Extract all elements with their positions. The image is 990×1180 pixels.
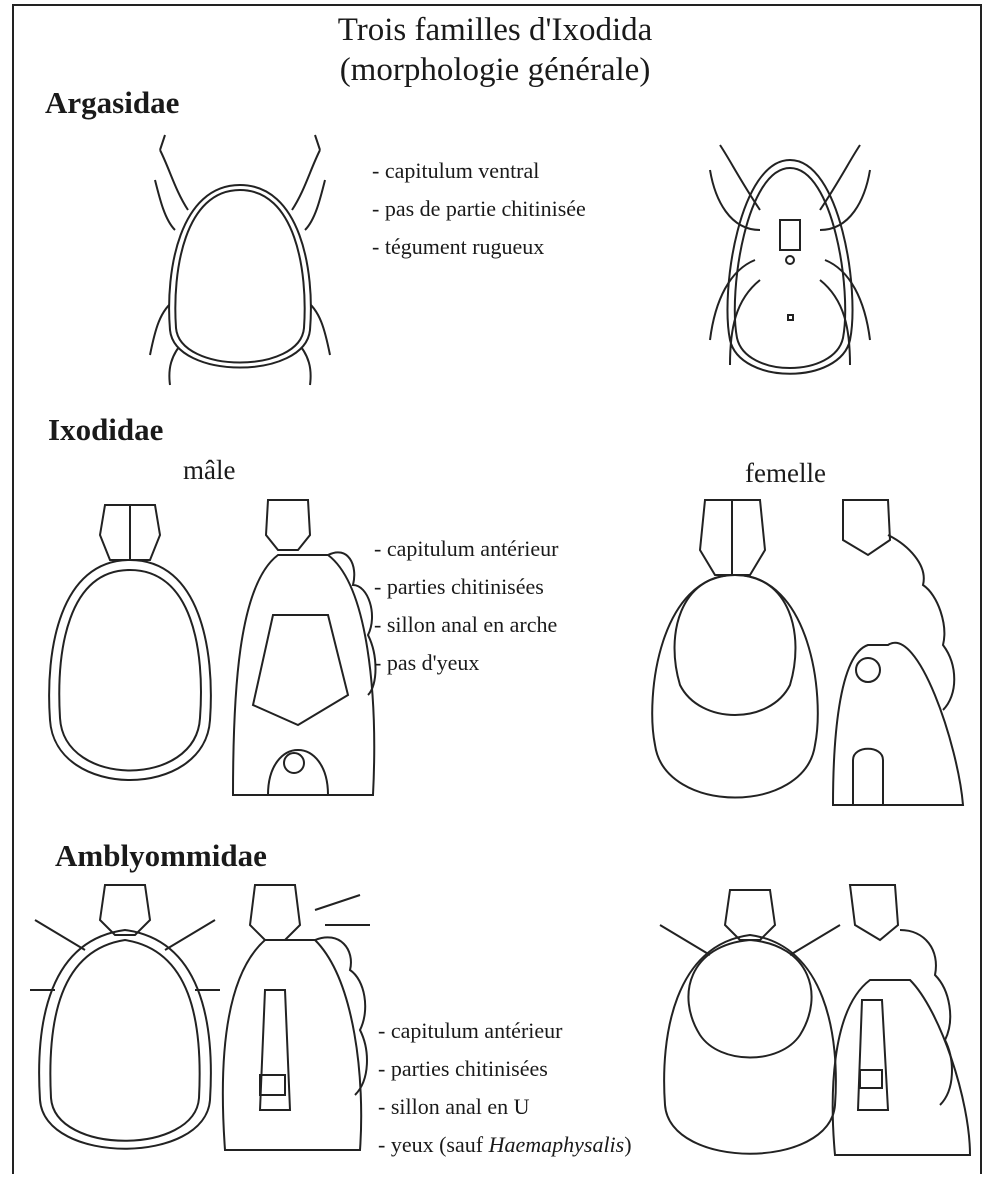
- amblyommidae-notes: - capitulum antérieur - parties chitinis…: [378, 1012, 632, 1164]
- heading-ixodidae: Ixodidae: [48, 412, 163, 448]
- heading-amblyommidae: Amblyommidae: [55, 838, 267, 874]
- ixodidae-notes: - capitulum antérieur - parties chitinis…: [374, 530, 558, 682]
- title-line-2: (morphologie générale): [0, 50, 990, 90]
- ixodidae-note-4: - pas d'yeux: [374, 644, 558, 682]
- heading-argasidae: Argasidae: [45, 85, 179, 121]
- amblyommidae-note-1: - capitulum antérieur: [378, 1012, 632, 1050]
- ixodidae-female-dorsal-drawing: [640, 495, 830, 820]
- ixodidae-male-label: mâle: [183, 455, 235, 486]
- ixodidae-note-3: - sillon anal en arche: [374, 606, 558, 644]
- argasidae-notes: - capitulum ventral - pas de partie chit…: [372, 152, 586, 266]
- ixodidae-female-label: femelle: [745, 458, 826, 489]
- argasidae-note-3: - tégument rugueux: [372, 228, 586, 266]
- ixodidae-female-ventral-drawing: [828, 495, 968, 815]
- amblyommidae-note-4-suffix: ): [624, 1132, 631, 1157]
- amblyommidae-note-4-prefix: - yeux (sauf: [378, 1132, 489, 1157]
- ixodidae-note-2: - parties chitinisées: [374, 568, 558, 606]
- figure-frame-left: [12, 4, 14, 1174]
- ixodidae-male-dorsal-drawing: [30, 500, 230, 810]
- amblyommidae-note-2: - parties chitinisées: [378, 1050, 632, 1088]
- argasidae-note-2: - pas de partie chitinisée: [372, 190, 586, 228]
- amblyommidae-note-4-genus: Haemaphysalis: [489, 1132, 625, 1157]
- amblyommidae-note-3: - sillon anal en U: [378, 1088, 632, 1126]
- ixodidae-male-ventral-drawing: [228, 495, 388, 815]
- ixodidae-note-1: - capitulum antérieur: [374, 530, 558, 568]
- amblyommidae-male-dorsal-drawing: [25, 880, 225, 1165]
- amblyommidae-female-dorsal-drawing: [650, 885, 840, 1170]
- argasidae-note-1: - capitulum ventral: [372, 152, 586, 190]
- amblyommidae-note-4: - yeux (sauf Haemaphysalis): [378, 1126, 632, 1164]
- title-line-1: Trois familles d'Ixodida: [0, 10, 990, 50]
- argasidae-dorsal-drawing: [140, 130, 340, 400]
- figure-title: Trois familles d'Ixodida (morphologie gé…: [0, 10, 990, 90]
- argasidae-ventral-drawing: [700, 140, 880, 400]
- amblyommidae-female-ventral-drawing: [830, 880, 975, 1170]
- amblyommidae-male-ventral-drawing: [215, 880, 375, 1170]
